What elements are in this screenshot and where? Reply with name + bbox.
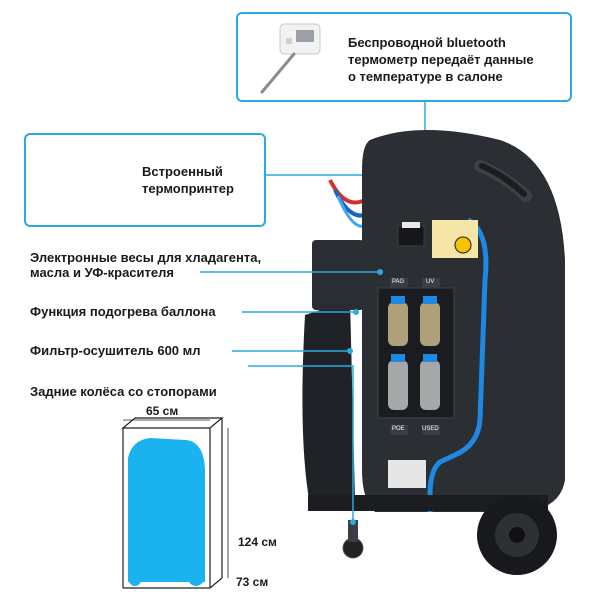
label-uv: UV [426, 279, 435, 285]
feature-scales-line-1: Электронные весы для хладагента, [30, 250, 262, 265]
feature-heating: Функция подогрева баллона [30, 304, 216, 319]
feature-filter: Фильтр-осушитель 600 мл [30, 343, 201, 358]
feature-scales-line-2: масла и УФ-красителя [30, 265, 174, 280]
thermometer-callout-text: Беспроводной bluetooth термометр передаё… [348, 34, 570, 85]
dimension-width: 65 см [146, 404, 179, 418]
label-used: USED [422, 426, 439, 432]
printer-text-line-1: Встроенный [142, 164, 223, 179]
label-poe: POE [392, 426, 405, 432]
oil-bottles [388, 296, 440, 410]
printer-callout-text: Встроенный термопринтер [142, 163, 234, 197]
machine-silhouette [128, 438, 205, 582]
thermometer-icon [260, 23, 321, 94]
thermometer-text-line-2: термометр передаёт данные [348, 52, 534, 67]
printer-callout [24, 133, 266, 227]
feature-wheels: Задние колёса со стопорами [30, 384, 217, 399]
ac-station-machine [302, 130, 565, 575]
dimension-depth: 73 см [236, 575, 269, 589]
label-pag: PAG [392, 279, 405, 285]
printer-text-line-2: термопринтер [142, 181, 234, 196]
dimension-box [121, 417, 229, 589]
thermometer-text-line-3: о температуре в салоне [348, 69, 503, 84]
dimension-height: 124 см [238, 535, 277, 549]
wheels-leader [248, 365, 354, 522]
thermometer-text-line-1: Беспроводной bluetooth [348, 35, 506, 50]
